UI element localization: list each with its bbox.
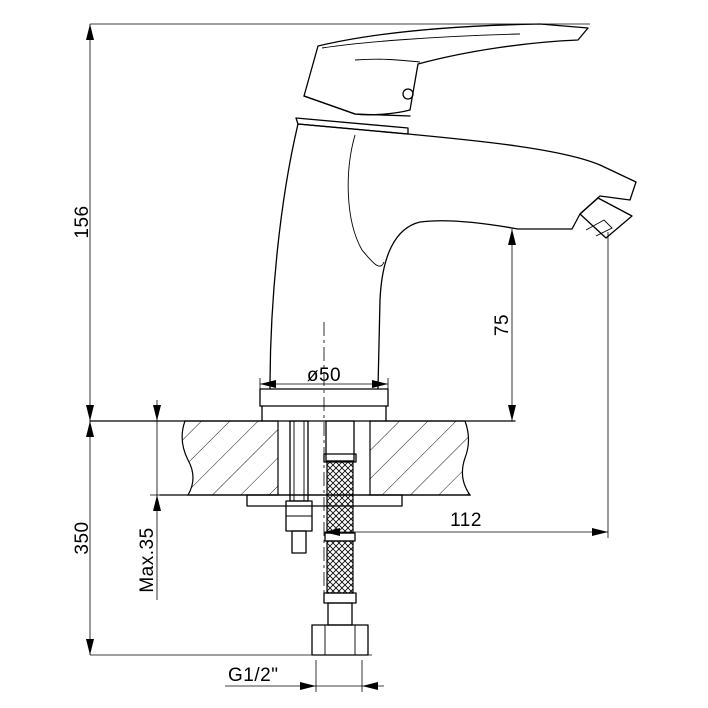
countertop-left-hatch bbox=[181, 420, 279, 496]
dimension-hose-length: 350 bbox=[72, 421, 372, 656]
dimension-total-height: 156 bbox=[72, 23, 590, 421]
dimension-label-112: 112 bbox=[450, 510, 482, 531]
flex-hose bbox=[311, 420, 369, 656]
dimension-base-diameter: ø50 bbox=[259, 365, 389, 389]
dimension-label-75: 75 bbox=[492, 314, 513, 336]
dimension-label-g1-2: G1/2" bbox=[228, 665, 278, 686]
dimension-thread-size: G1/2" bbox=[225, 660, 384, 692]
dimension-label-350: 350 bbox=[72, 521, 93, 554]
dimension-max-thickness: Max.35 bbox=[137, 400, 188, 600]
faucet-body bbox=[259, 23, 637, 422]
countertop-right-hatch bbox=[369, 420, 472, 496]
dimension-label-max-35: Max.35 bbox=[137, 527, 158, 592]
dimension-label-156: 156 bbox=[72, 205, 93, 238]
mounting-stud bbox=[246, 420, 403, 554]
countertop-section bbox=[89, 420, 516, 496]
dimension-spout-reach: 112 bbox=[324, 232, 609, 538]
dimension-label-diameter-50: ø50 bbox=[307, 365, 341, 386]
dimension-spout-height: 75 bbox=[492, 229, 516, 421]
